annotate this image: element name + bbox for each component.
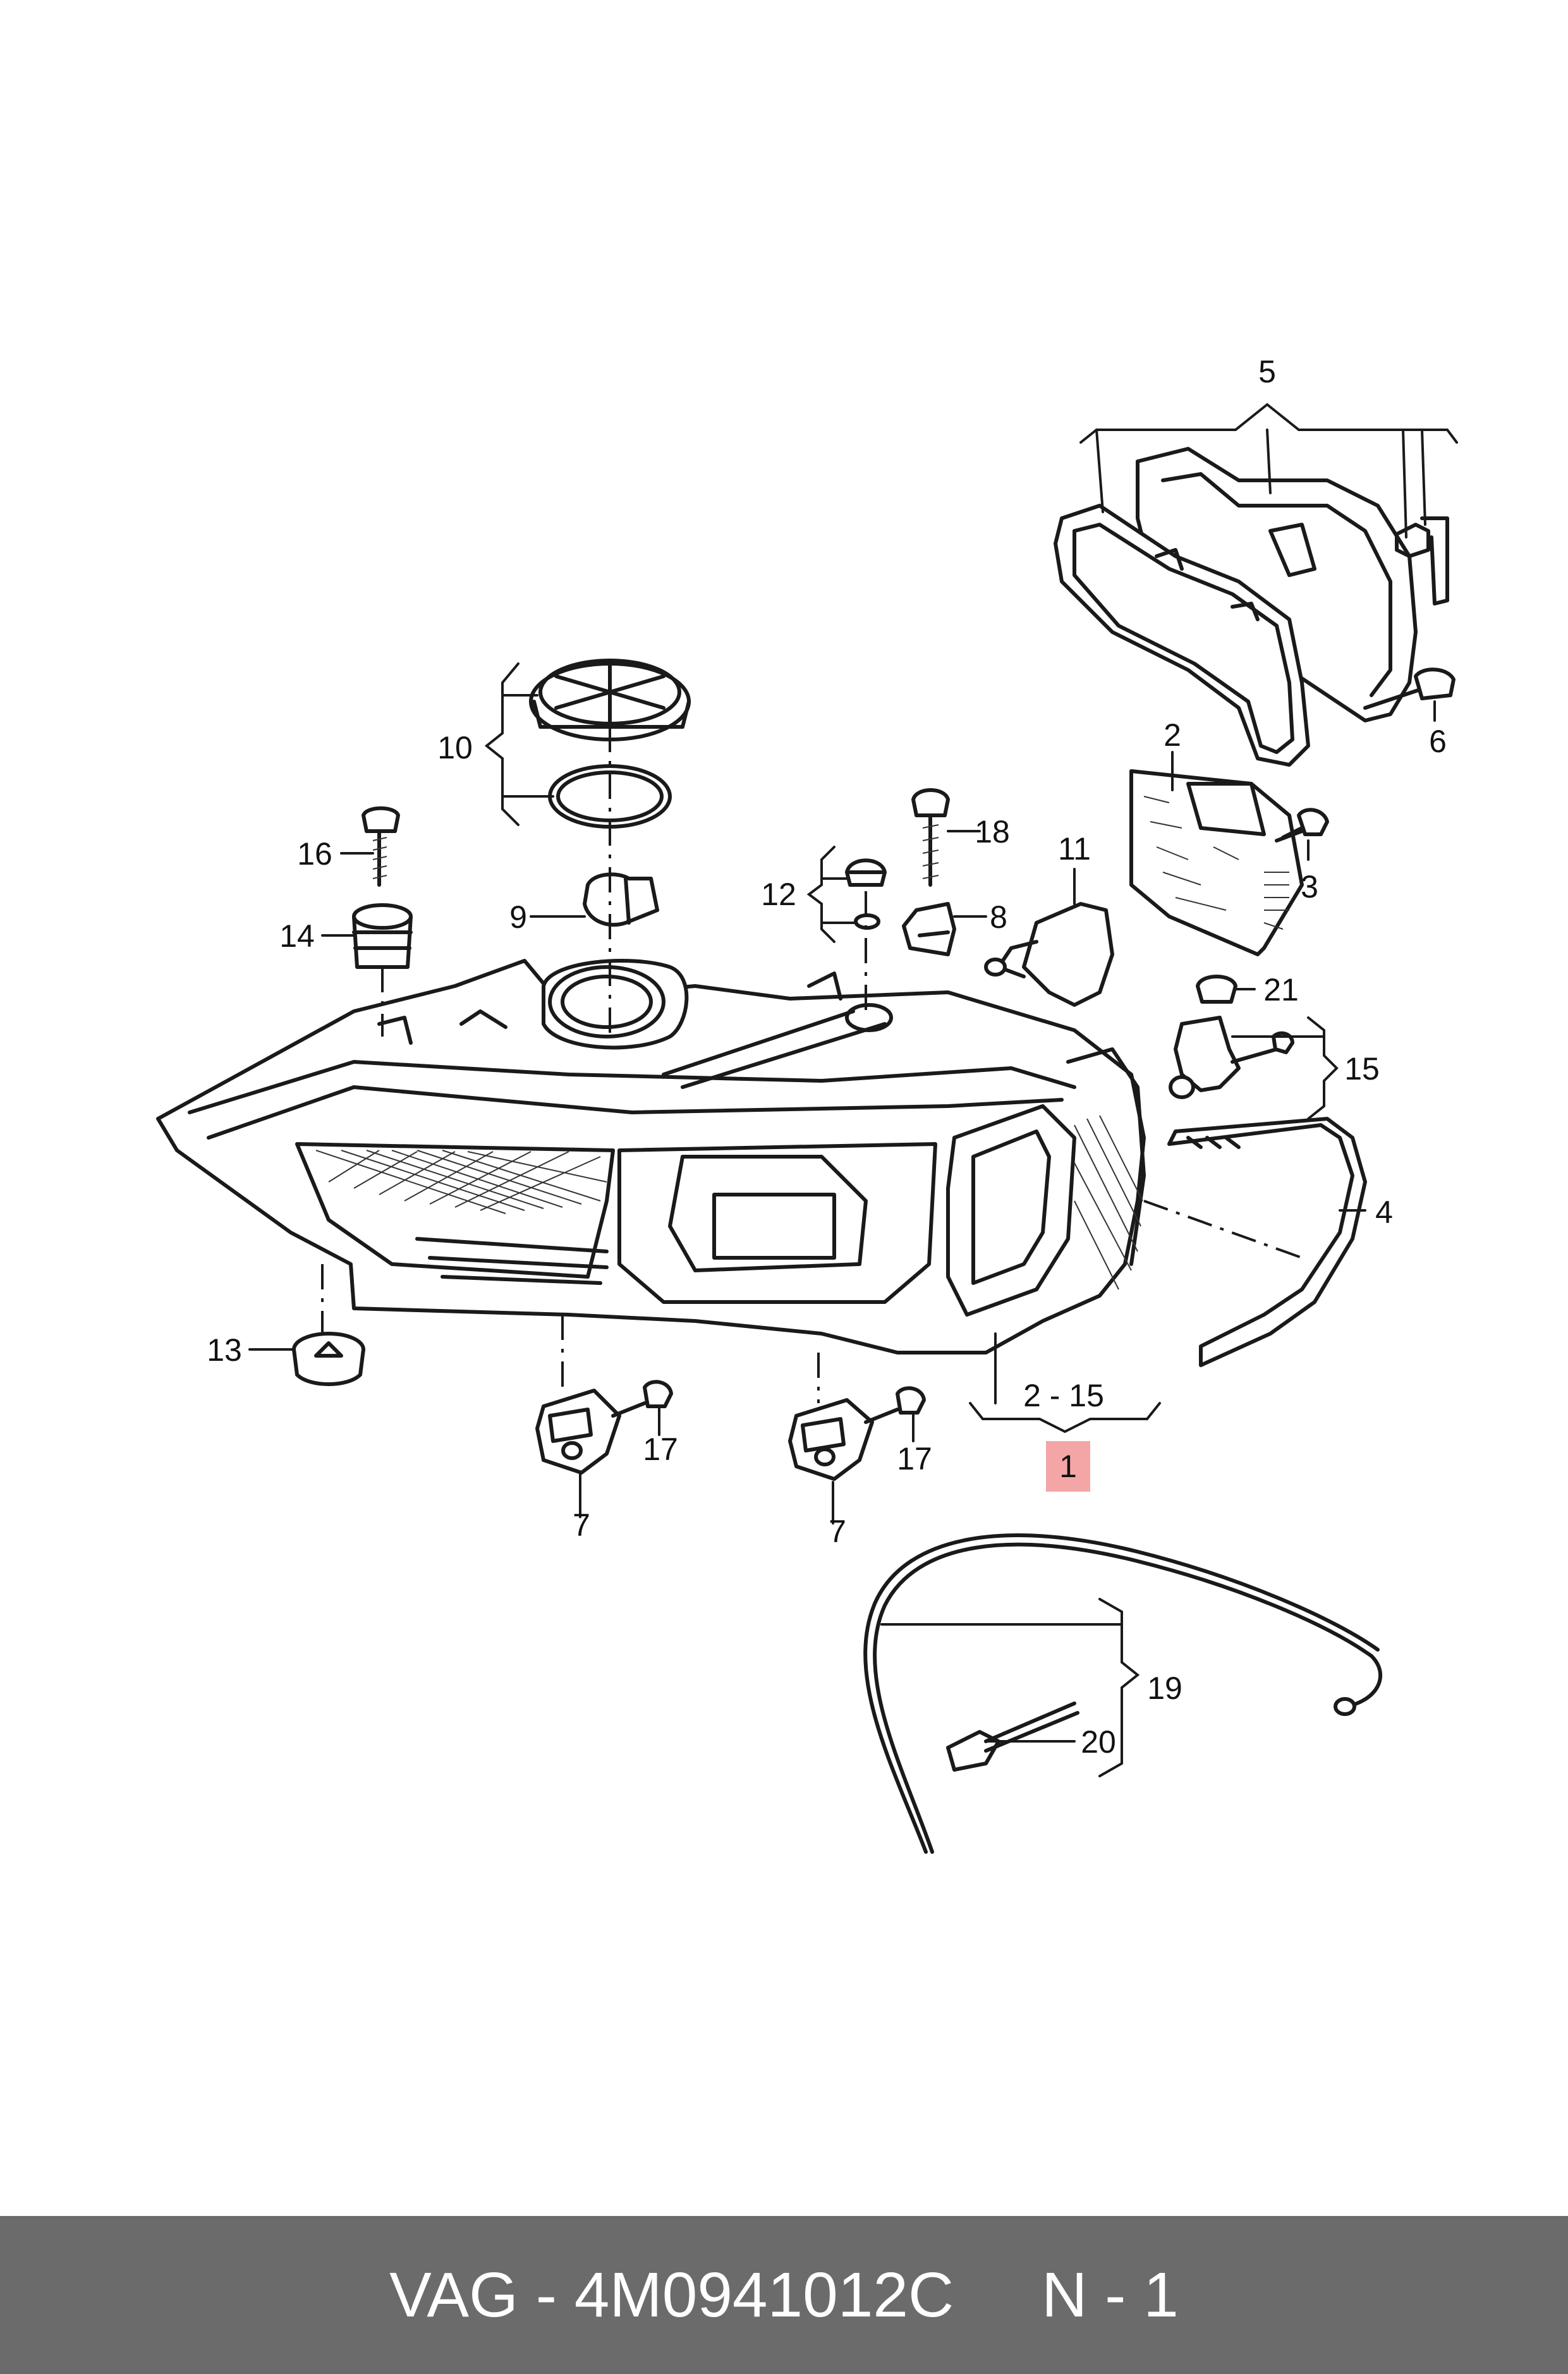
label-18: 18 [975,814,1010,849]
label-10: 10 [437,730,473,765]
label-1: 1 [1059,1449,1077,1484]
label-20: 20 [1081,1724,1116,1760]
screw-6 [1363,667,1456,710]
screw-16 [362,806,400,887]
screw-18 [911,788,950,887]
footer-brand: VAG [389,2259,518,2330]
part-15 [1169,1016,1294,1099]
label-2: 2 [1164,717,1181,753]
plug-13 [292,1332,365,1386]
label-15: 15 [1344,1051,1380,1087]
label-13: 13 [207,1332,242,1368]
label-11: 11 [1058,831,1091,867]
label-14: 14 [279,918,315,954]
clip-20 [946,1701,1079,1772]
bulb-9 [583,872,659,927]
label-5: 5 [1258,354,1276,389]
screw-17b [864,1386,926,1424]
callout-labels: 5 6 2 3 4 10 9 16 14 12 8 18 11 21 15 13… [207,354,1447,1760]
footer-gap [954,2259,1042,2332]
seal-4 [1167,1117,1367,1367]
label-range-2-15: 2 - 15 [1023,1378,1104,1413]
adjuster-14 [352,903,413,969]
screw-3 [1275,808,1329,843]
footer-part-number: 4M0941012C [574,2259,954,2330]
parts-diagram: 5 6 2 3 4 10 9 16 14 12 8 18 11 21 15 13… [156,354,1458,1854]
label-21: 21 [1263,972,1299,1007]
label-8: 8 [990,899,1007,935]
bracket-7a [535,1389,621,1475]
cover-5 [1054,447,1449,767]
motor-11 [984,902,1114,1007]
bracket-7b [788,1398,874,1481]
label-17a: 17 [643,1432,678,1467]
label-3: 3 [1301,869,1318,904]
headlight-housing [156,959,1146,1354]
leader-lines [248,403,1458,1777]
screw-17a [611,1380,673,1418]
label-17b: 17 [897,1441,932,1476]
hose-19 [863,1533,1383,1854]
label-6: 6 [1429,724,1447,759]
label-7a: 7 [573,1507,590,1543]
footer-note: N - 1 [1042,2259,1179,2330]
part-8 [902,902,956,956]
highlight-item-1 [1046,1441,1090,1492]
label-4: 4 [1375,1195,1393,1230]
footer-separator: - [518,2259,574,2330]
control-unit-2 [1129,769,1304,956]
label-16: 16 [297,836,332,872]
part-21 [1196,975,1237,1004]
label-19: 19 [1147,1671,1182,1706]
label-7b: 7 [829,1514,846,1549]
label-12: 12 [761,877,796,912]
label-9: 9 [509,899,527,935]
assembly-axes [321,727,1303,1403]
cap-10 [529,659,691,829]
footer-bar: VAG - 4M0941012C N - 1 [0,2216,1568,2374]
